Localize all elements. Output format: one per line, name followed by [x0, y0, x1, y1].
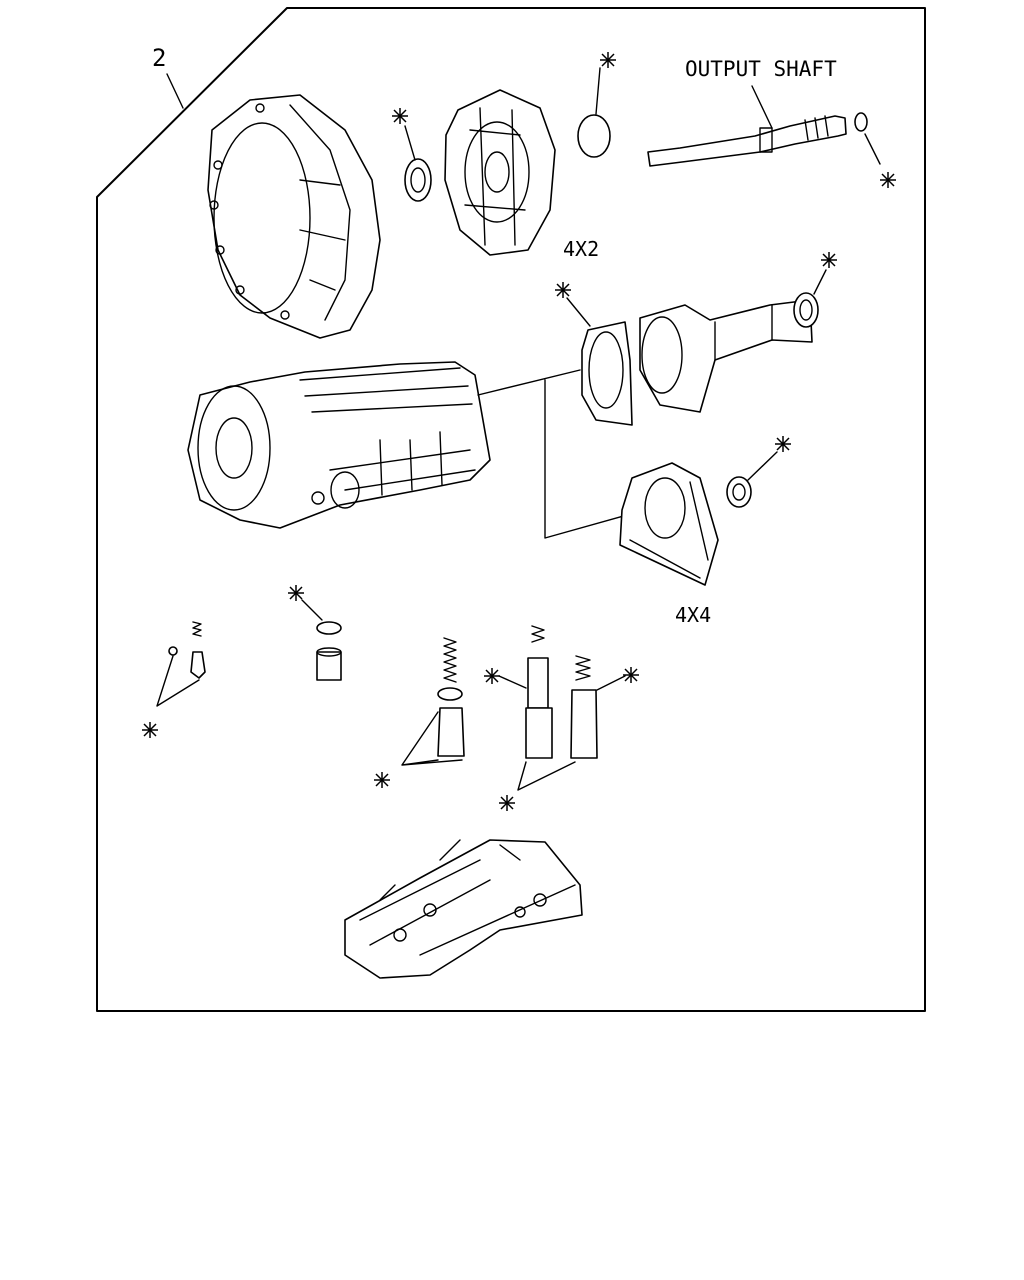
accumulator-piston — [287, 584, 342, 681]
transmission-case — [187, 361, 491, 529]
pump-seal — [391, 107, 432, 202]
oil-pump — [444, 89, 556, 256]
extension-gasket — [554, 281, 633, 426]
check-ball-spring — [141, 621, 206, 739]
spring-piston-3 — [570, 655, 640, 759]
adapter-seal — [726, 435, 792, 508]
output-shaft-label: OUTPUT SHAFT — [685, 57, 837, 81]
converter-housing — [207, 94, 381, 339]
case-leader-lines — [477, 369, 653, 539]
shaft-o-ring — [854, 112, 897, 189]
spring-piston-2 — [483, 625, 553, 759]
adapter-housing-4x4 — [619, 462, 719, 586]
snap-ring — [577, 51, 617, 158]
assembly-number: 2 — [152, 44, 166, 72]
assembly-leader — [166, 73, 184, 109]
variant-4x4-label: 4X4 — [675, 603, 711, 627]
valve-body — [344, 839, 583, 979]
extension-housing-4x2 — [639, 299, 813, 413]
output-shaft — [647, 85, 847, 167]
diagram-frame — [96, 7, 926, 1012]
spring-piston-1 — [373, 637, 465, 789]
pistons-marker-icon — [498, 794, 516, 812]
pistons-leader — [517, 761, 576, 791]
variant-4x2-label: 4X2 — [563, 237, 599, 261]
extension-seal — [793, 251, 838, 328]
